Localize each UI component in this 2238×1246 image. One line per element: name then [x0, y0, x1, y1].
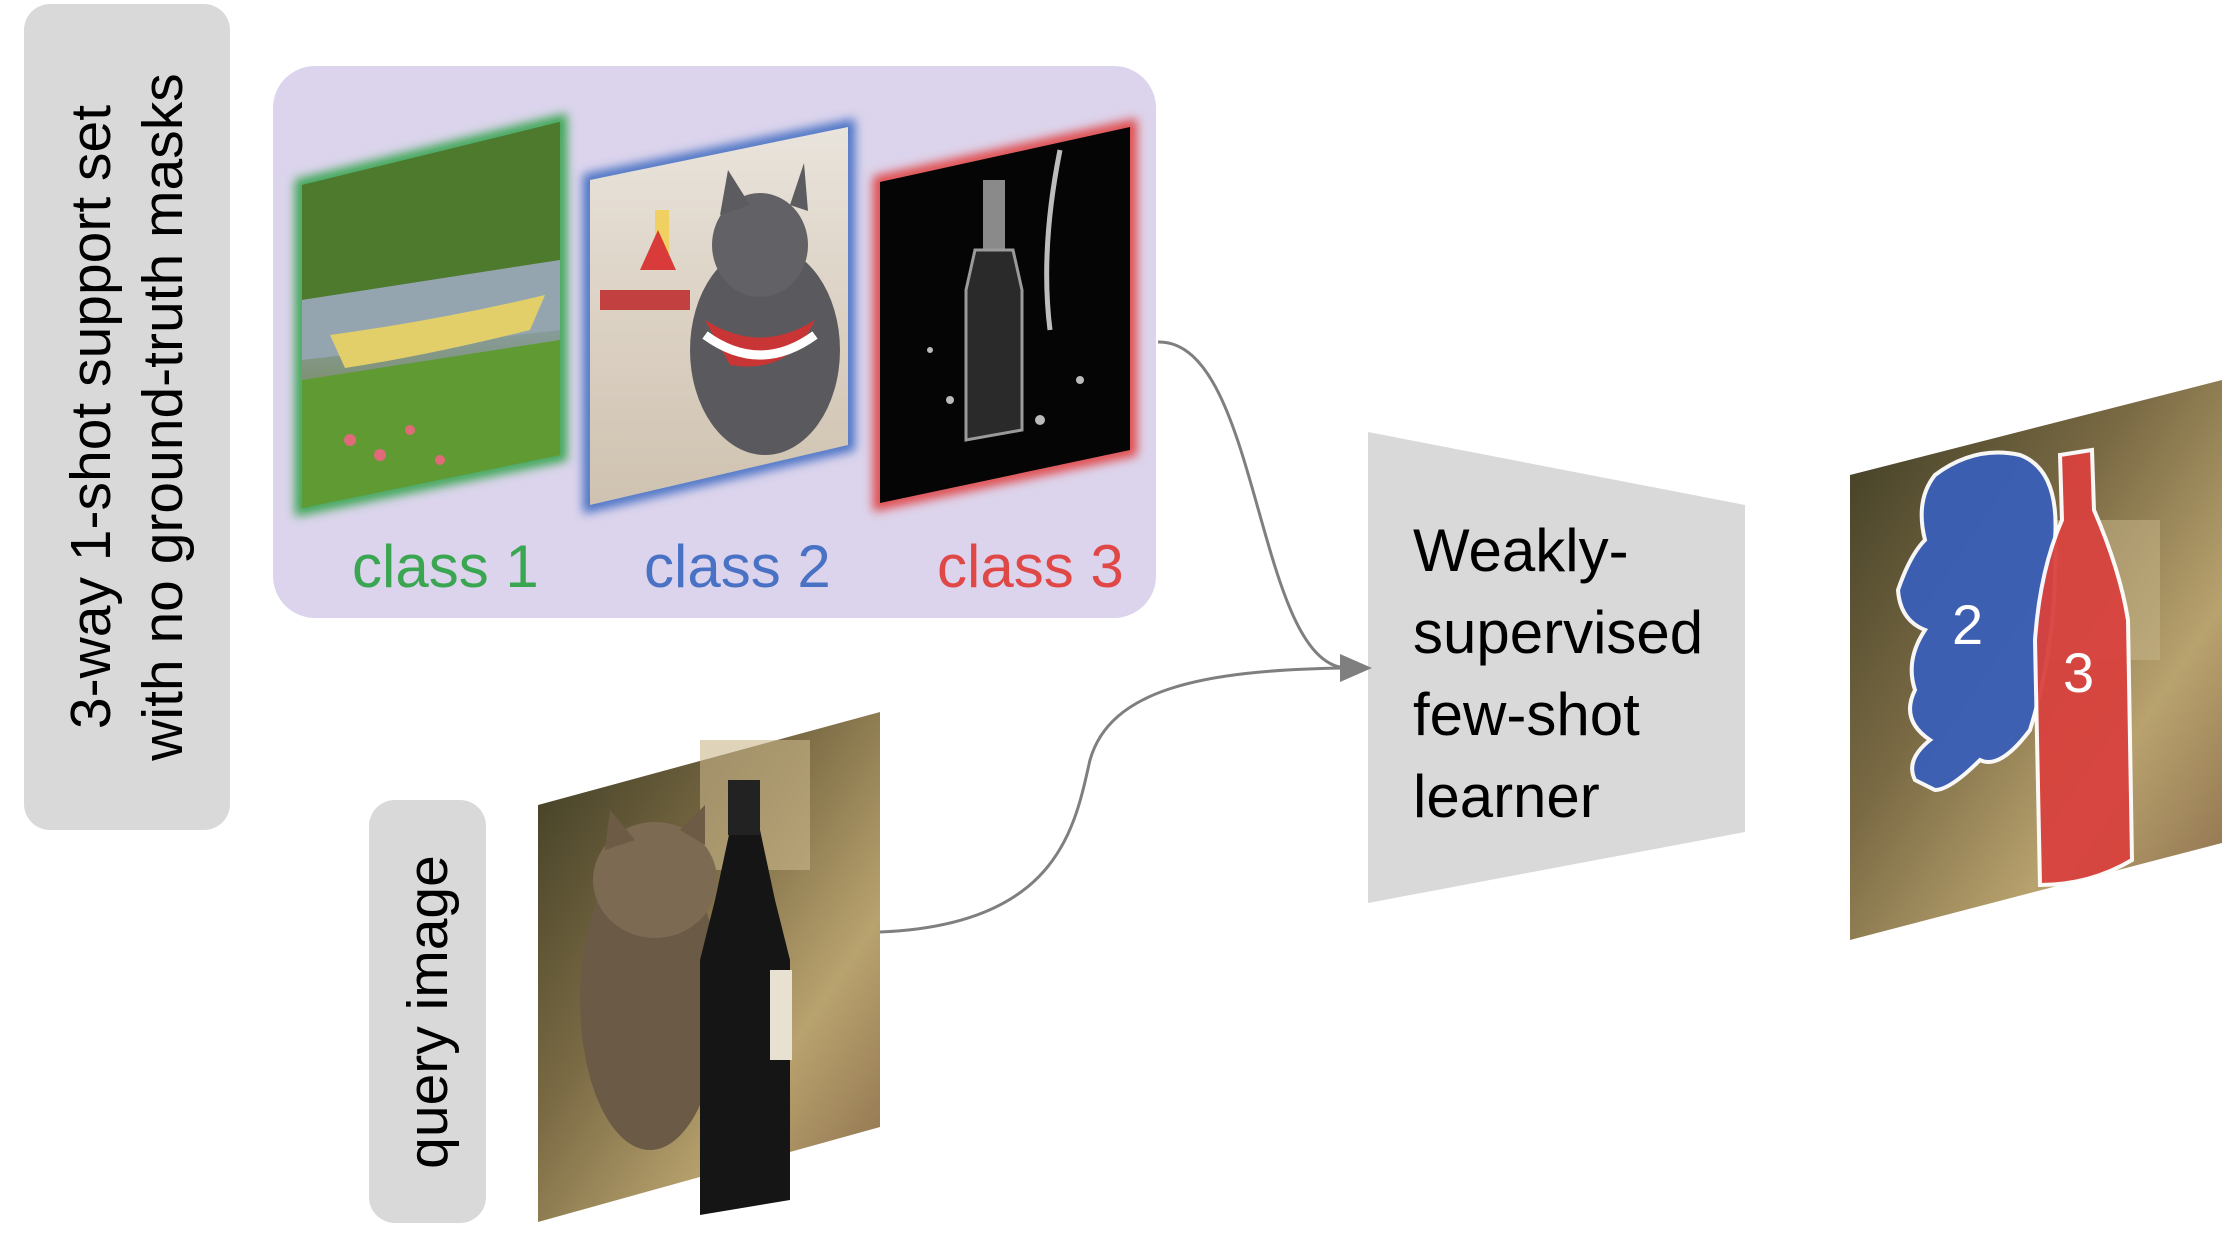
output-image — [1850, 380, 2222, 940]
learner-label-line1: Weakly- — [1413, 517, 1629, 584]
support-set-label-box: 3-way 1-shot support set with no ground-… — [24, 4, 230, 830]
mask-label-2: 2 — [1952, 593, 1984, 656]
query-label: query image — [395, 854, 460, 1169]
support-image-3 — [873, 118, 1137, 512]
class-3-label: class 3 — [937, 533, 1124, 600]
support-image-2 — [583, 118, 855, 514]
learner-label-line2: supervised — [1413, 599, 1704, 666]
class-1-label: class 1 — [352, 533, 539, 600]
class-2-label: class 2 — [644, 533, 831, 600]
support-to-learner-arrow — [1157, 340, 1346, 670]
cat-mask — [1895, 450, 2058, 793]
query-image — [538, 712, 880, 1222]
query-label-box: query image — [369, 800, 486, 1223]
learner-label-line4: learner — [1413, 763, 1600, 830]
learner-label: Weakly- supervised few-shot learner — [1413, 510, 1733, 838]
learner-label-line3: few-shot — [1413, 681, 1640, 748]
mask-label-3: 3 — [2063, 641, 2095, 704]
learner-block — [1368, 432, 1745, 903]
query-to-learner-arrow — [879, 666, 1346, 934]
bottle-mask — [2032, 447, 2135, 888]
arrowhead — [1340, 654, 1372, 682]
support-image-1 — [295, 113, 567, 517]
